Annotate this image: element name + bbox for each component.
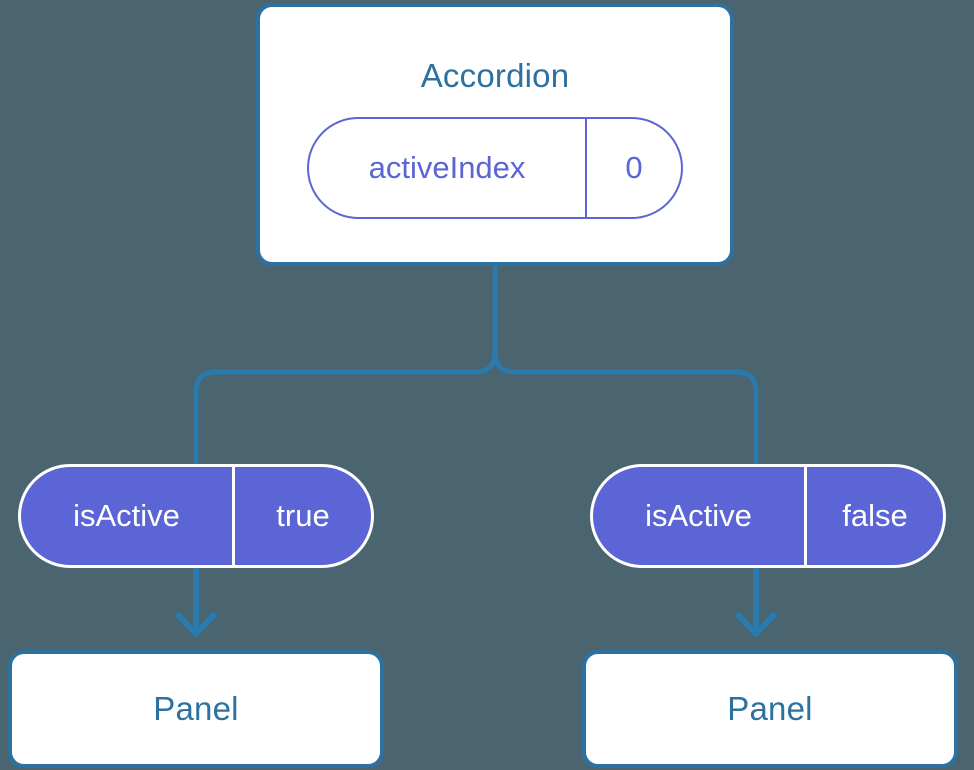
arrow-left-group xyxy=(175,567,217,637)
prop-pill-is-active-false[interactable]: isActive false xyxy=(590,464,946,568)
prop-pill-right-value: false xyxy=(842,498,908,533)
prop-pill-right-key: isActive xyxy=(593,467,807,565)
state-pill-value: 0 xyxy=(625,150,643,185)
accordion-title: Accordion xyxy=(420,57,570,94)
arrow-left-head-icon xyxy=(175,612,217,637)
state-pill-key: activeIndex xyxy=(309,119,588,217)
prop-pill-is-active-true[interactable]: isActive true xyxy=(18,464,374,568)
arrow-right-group xyxy=(735,567,777,637)
panel-left-title: Panel xyxy=(153,690,239,727)
node-panel-left[interactable]: Panel xyxy=(8,650,384,768)
arrow-right-head-icon xyxy=(735,612,777,637)
prop-pill-left-key: isActive xyxy=(21,467,235,565)
tree-connector-path xyxy=(193,263,498,469)
tree-connector-path-right xyxy=(492,263,759,469)
state-pill-active-index[interactable]: activeIndex 0 xyxy=(307,117,683,219)
node-panel-right[interactable]: Panel xyxy=(582,650,958,768)
prop-pill-left-value: true xyxy=(276,498,330,533)
panel-right-title: Panel xyxy=(727,690,813,727)
